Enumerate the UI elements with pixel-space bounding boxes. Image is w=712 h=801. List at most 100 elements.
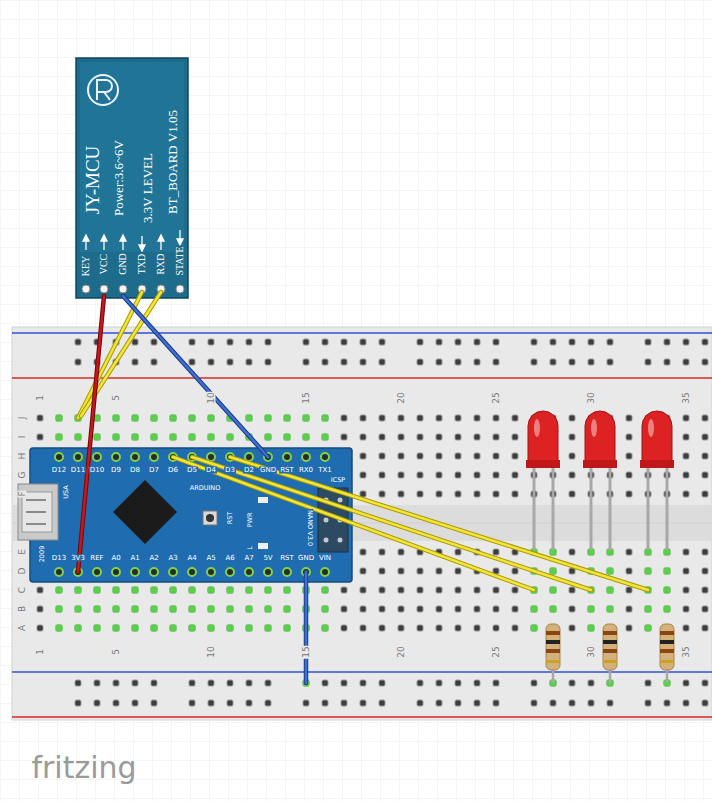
breadboard (12, 332, 712, 334)
resistor-symbol (660, 640, 674, 644)
arduino-nano-board (283, 568, 291, 576)
led (583, 460, 617, 468)
led (585, 411, 615, 466)
column-number: 1 (36, 394, 45, 402)
arduino-nano-board (169, 568, 177, 576)
row-letter: C (18, 586, 27, 594)
pin-label: 5V (262, 555, 273, 562)
arduino-nano: D12D11D10D9D8D7D6D5D4D3D2GNDRSTRX0TX1D13… (30, 448, 352, 582)
pin-label: RXD (156, 252, 166, 275)
jumper-wire (173, 457, 534, 590)
pin-label: REF (89, 555, 104, 562)
row-letter: B (18, 605, 27, 613)
bluetooth-board (83, 235, 89, 241)
led-group (526, 411, 674, 550)
row-letter: F (18, 490, 27, 497)
arduino-nano-board (338, 498, 343, 503)
pin-label: D10 (89, 467, 105, 474)
arduino-nano-board (18, 448, 352, 582)
bluetooth-board (88, 75, 118, 105)
pin-label: D2 (243, 467, 255, 474)
jumper-wire (304, 572, 309, 683)
jumper-wire (192, 457, 591, 590)
arduino-nano-board (226, 568, 234, 576)
board-model: NANO V3.0 (307, 509, 314, 547)
column-number: 10 (207, 645, 216, 658)
bluetooth-board (139, 245, 145, 251)
arduino-nano-board (22, 492, 52, 532)
resistor-symbol (603, 640, 617, 644)
arduino-nano-board (55, 453, 63, 461)
pin-label: A4 (186, 555, 197, 562)
bluetooth-board (76, 58, 188, 298)
jumper-wire (230, 457, 648, 590)
arduino-nano-board (338, 538, 343, 543)
breadboard (12, 327, 712, 720)
wire-outline (78, 296, 104, 572)
led (583, 411, 617, 550)
pin-label: D7 (148, 467, 160, 474)
bluetooth-board (82, 285, 184, 293)
header-label: ICSP (330, 477, 347, 484)
resistor-symbol (660, 624, 674, 670)
resistor-symbol (546, 649, 560, 653)
bluetooth-board (76, 58, 188, 298)
pin-label: RST (279, 467, 295, 474)
bluetooth-board (82, 285, 90, 293)
arduino-nano-board (113, 480, 177, 544)
led (552, 466, 555, 550)
arduino-nano-board (112, 453, 120, 461)
pin-label: D5 (186, 467, 198, 474)
jumper-wire (230, 457, 648, 590)
column-number: 25 (492, 391, 501, 404)
arduino-nano-board (324, 518, 329, 523)
module-name: JY-MCU (83, 145, 102, 216)
arduino-nano-board (245, 568, 253, 576)
arduino-nano-board (324, 538, 329, 543)
resistor-symbol (660, 631, 674, 635)
row-letter: I (18, 435, 27, 440)
column-number: 1 (36, 648, 45, 656)
pin-label: VIN (318, 555, 332, 562)
wire-outline (123, 296, 268, 457)
row-letter: J (18, 416, 27, 421)
arduino-nano-board (131, 568, 139, 576)
arduino-nano-board (93, 568, 101, 576)
column-number: 15 (302, 645, 311, 658)
pin-label: A2 (148, 555, 159, 562)
resistor-symbol (546, 660, 560, 663)
board-name: ARDUINO (189, 485, 222, 492)
resistor-symbol (546, 631, 560, 635)
column-number: 25 (492, 645, 501, 658)
arduino-nano-board (74, 453, 82, 461)
arduino-nano-board (207, 453, 215, 461)
pin-label: A5 (205, 555, 216, 562)
wire-core (78, 296, 104, 572)
pin-label: TX1 (317, 467, 333, 474)
jumper-wire (173, 457, 534, 590)
led (526, 411, 560, 550)
resistor-symbol (603, 631, 617, 635)
module-note: 3.3V LEVEL (141, 152, 154, 224)
pin-label: A6 (224, 555, 235, 562)
resistor-symbol (546, 624, 560, 670)
row-letter: G (18, 471, 27, 480)
breadboard (50, 581, 336, 638)
row-letter: D (18, 567, 27, 576)
resistor-symbol (603, 660, 617, 663)
pin-label: TXD (137, 253, 147, 276)
pin-label: GND (297, 555, 315, 562)
led (526, 460, 560, 468)
column-number: 35 (682, 391, 691, 404)
pin-label: A3 (167, 555, 178, 562)
resistor-symbol (546, 624, 560, 683)
column-number: 5 (112, 648, 121, 656)
led (642, 411, 672, 466)
arduino-nano-board (112, 568, 120, 576)
led (640, 460, 674, 468)
